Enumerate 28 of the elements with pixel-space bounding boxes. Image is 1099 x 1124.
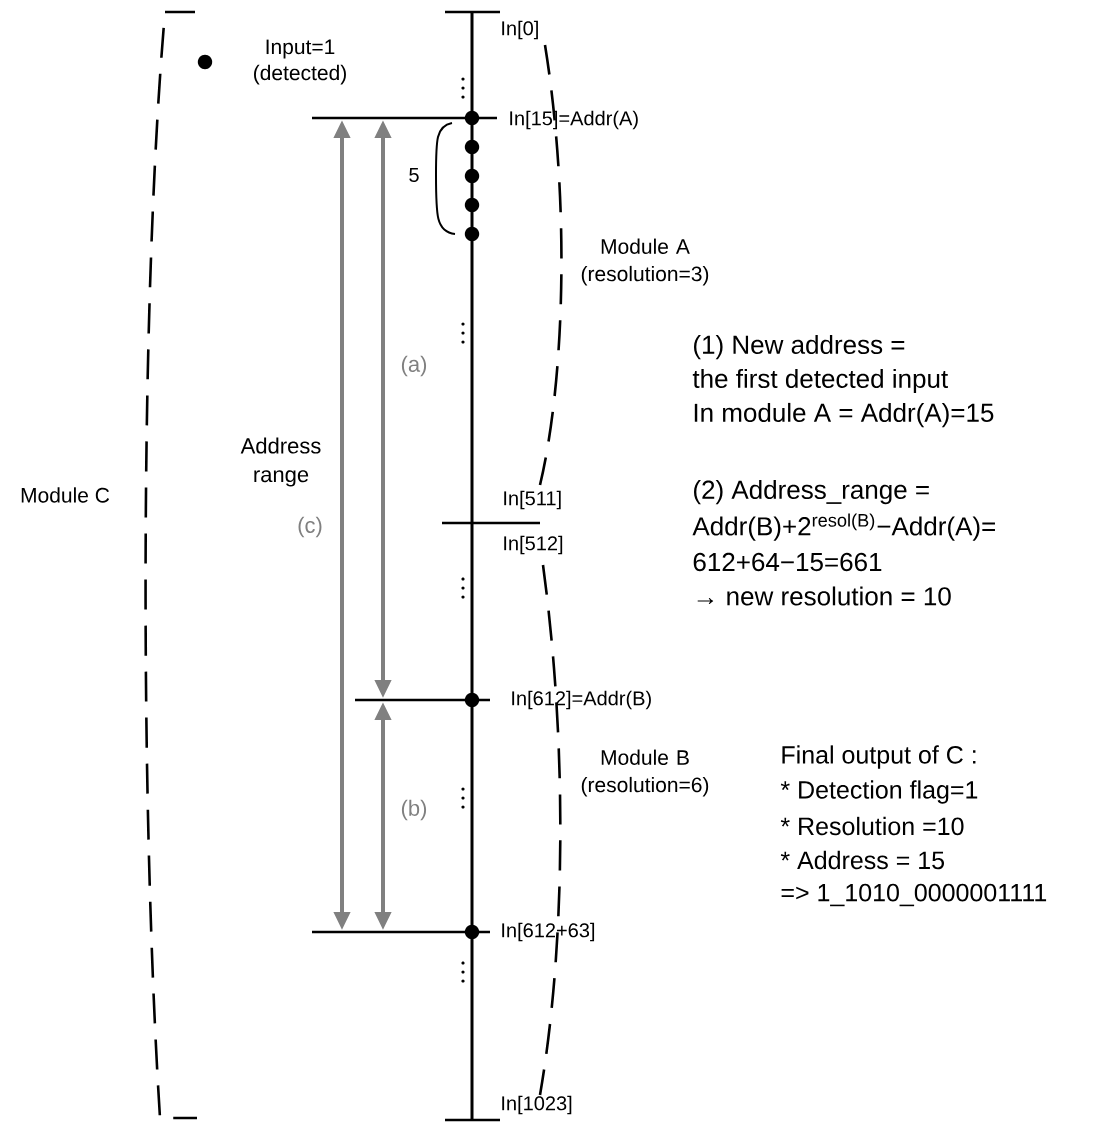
input-label: In[512] <box>504 535 563 555</box>
module-label: Module A (resolution=3) <box>581 238 709 286</box>
range-label: (c) <box>298 516 322 538</box>
legend-text: Input=1 (detected) <box>254 39 346 85</box>
note-text: (2) Address_range = <box>694 479 929 505</box>
input-label: In[612]=Addr(B) <box>512 690 651 710</box>
output-text: Final output of C : <box>782 745 976 769</box>
output-text: * Address = 15 <box>780 850 944 870</box>
note-text: the first detected input <box>692 368 948 394</box>
output-text: => 1_1010_0000001111 <box>781 883 1047 907</box>
input-label: In[1023] <box>502 1095 572 1115</box>
module-label: Module C <box>21 487 110 503</box>
count-label: 5 <box>409 168 419 182</box>
note-text: (1) New address = <box>694 334 905 360</box>
range-label: Address range <box>240 437 321 487</box>
output-text: * Resolution =10 <box>780 816 964 836</box>
note-text: In module A = Addr(A)=15 <box>694 402 994 428</box>
note-text: Addr(B)+2$^{resol(B)}$−Addr(A)= <box>692 513 995 541</box>
module-label: Module B (resolution=6) <box>581 749 709 797</box>
input-label: In[15]=Addr(A) <box>510 110 638 130</box>
input-label: In[0] <box>502 20 538 40</box>
note-text: → new resolution = 10 <box>697 586 951 606</box>
range-label: (b) <box>401 799 427 821</box>
input-label: In[612+63] <box>502 922 595 942</box>
input-label: In[511] <box>504 490 561 510</box>
note-text: 612+64−15=661 <box>693 552 882 572</box>
range-label: (a) <box>401 355 427 377</box>
output-text: * Detection flag=1 <box>780 780 978 804</box>
